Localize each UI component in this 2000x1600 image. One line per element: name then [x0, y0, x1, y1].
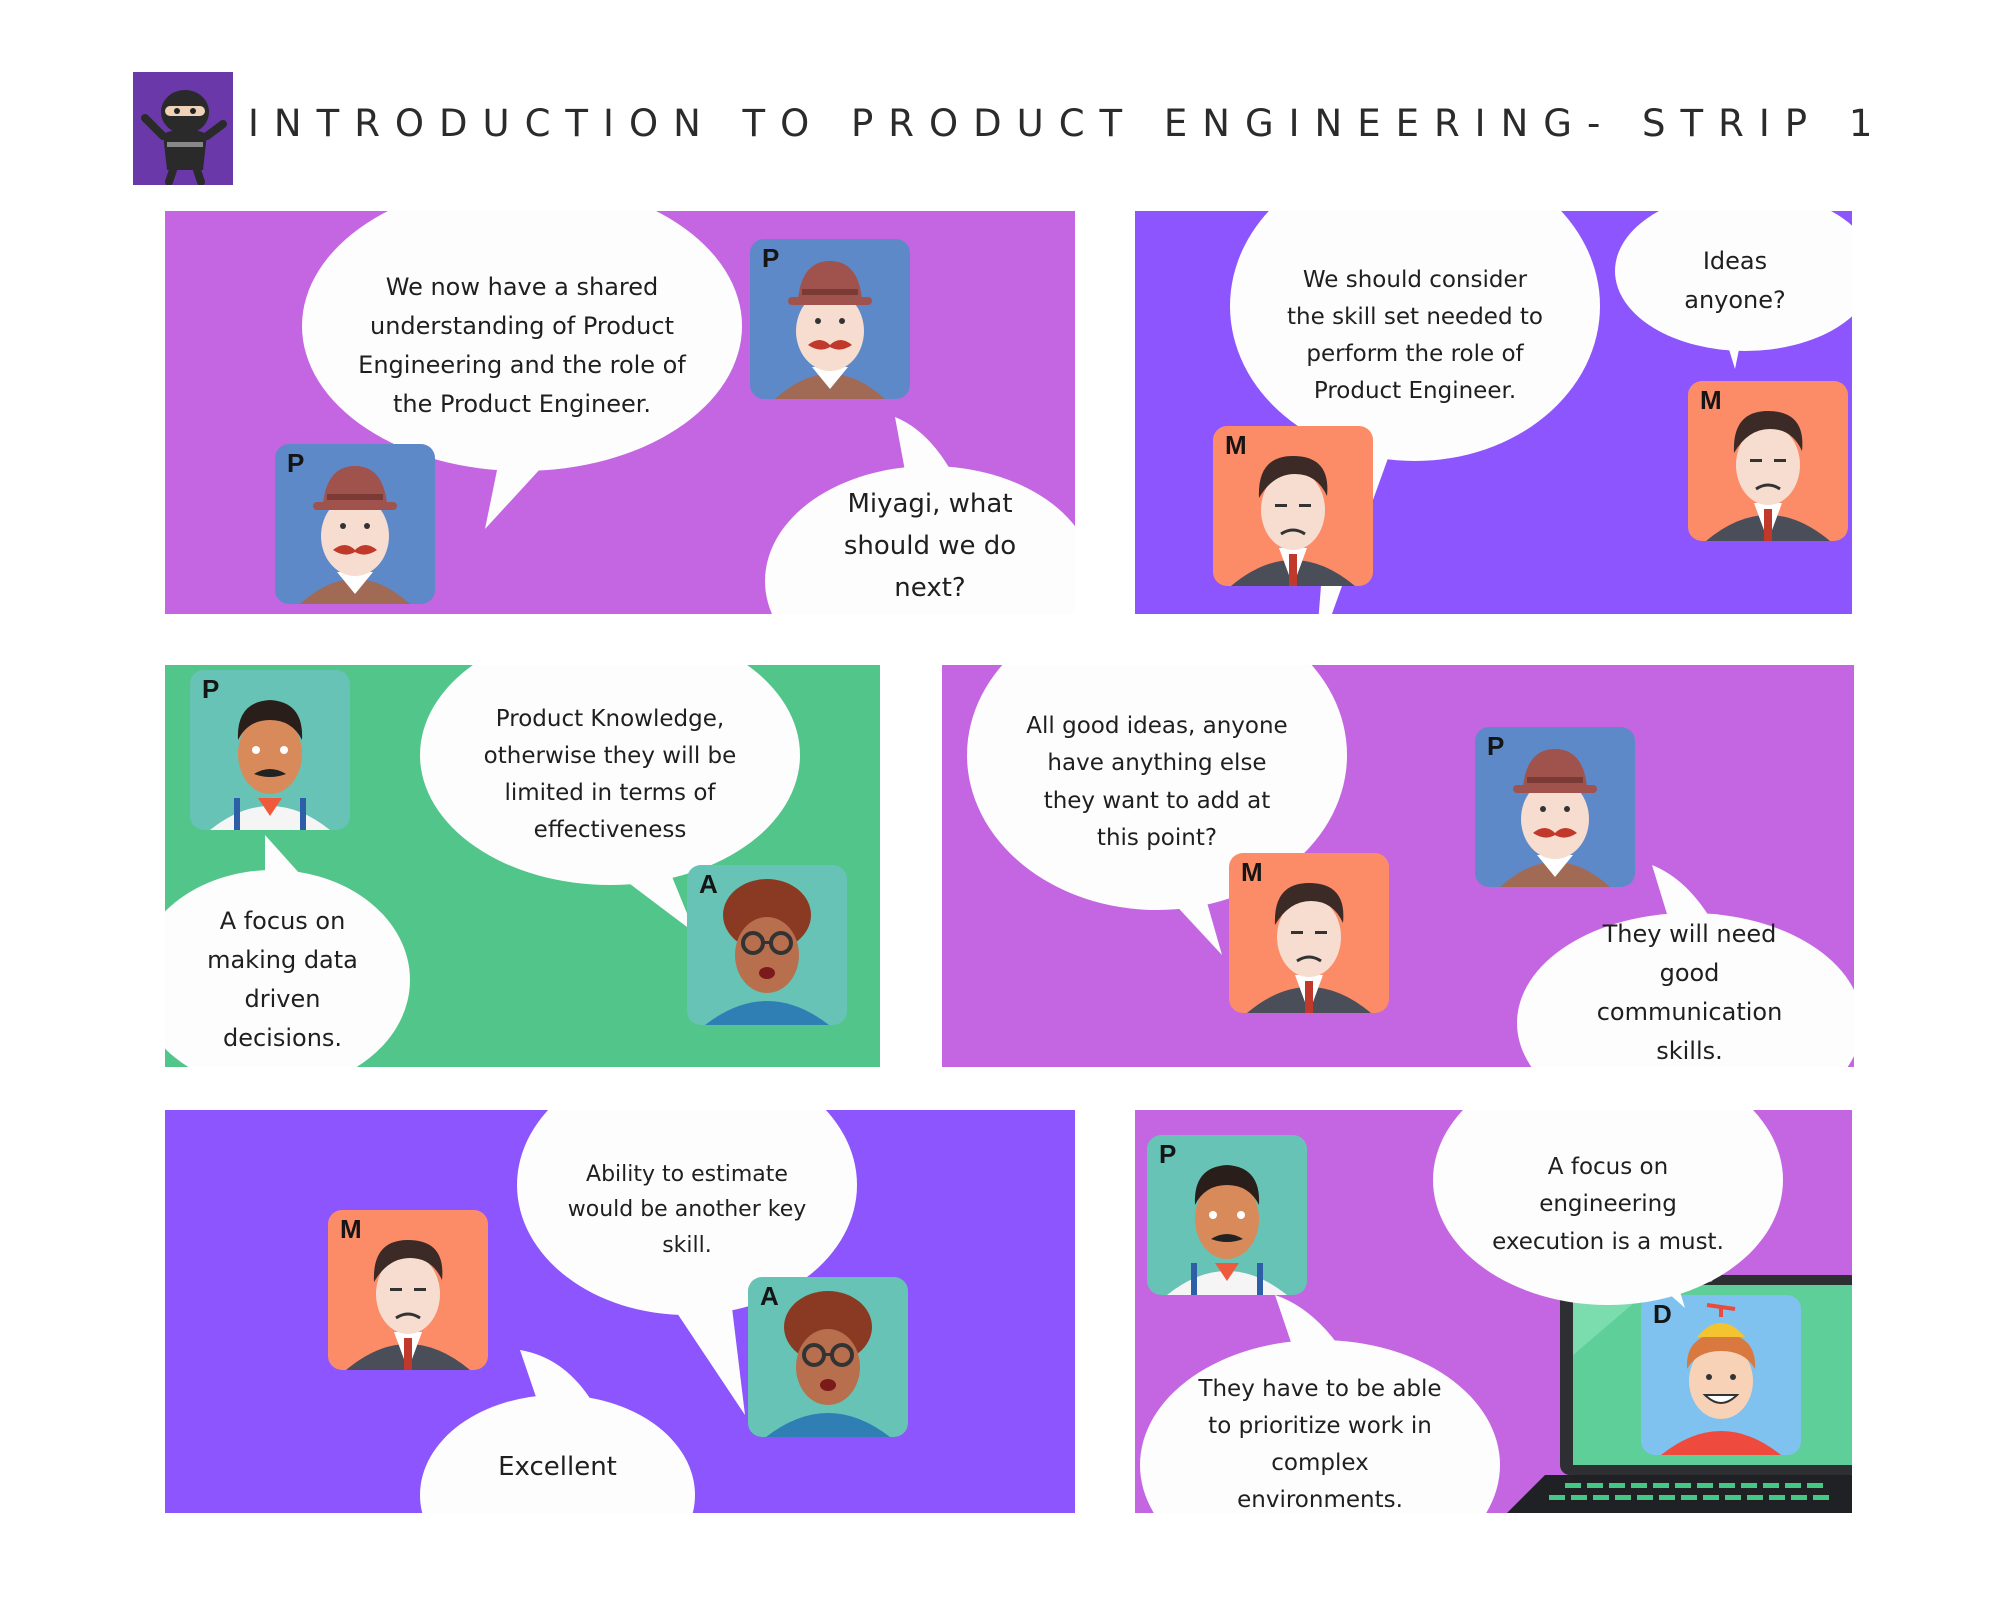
avatar-letter: P — [202, 674, 220, 704]
avatar-letter: M — [1700, 385, 1722, 415]
speech-bubble: A focus on engineering execution is a mu… — [1433, 1110, 1783, 1305]
comic-panel-2: We should consider the skill set needed … — [1135, 211, 1852, 614]
speech-bubble: We should consider the skill set needed … — [1230, 211, 1600, 461]
comic-panel-1: We now have a shared understanding of Pr… — [165, 211, 1075, 614]
avatar-letter: A — [699, 869, 718, 899]
avatar-p-hat: P — [275, 444, 435, 604]
speech-bubble: Miyagi, what should we do next? — [765, 466, 1075, 614]
avatar-p-mustache: P — [1147, 1135, 1307, 1295]
avatar-m: M — [1688, 381, 1848, 541]
speech-bubble: They have to be able to prioritize work … — [1140, 1340, 1500, 1513]
speech-bubble: Ideas anyone? — [1615, 211, 1852, 351]
avatar-letter: P — [1159, 1139, 1177, 1169]
avatar-letter: D — [1653, 1299, 1672, 1329]
speech-bubble: They will need good communication skills… — [1517, 913, 1854, 1067]
comic-panel-5: Ability to estimate would be another key… — [165, 1110, 1075, 1513]
avatar-letter: M — [1241, 857, 1263, 887]
avatar-p-hat: P — [750, 239, 910, 399]
avatar-d: D — [1641, 1295, 1801, 1455]
avatar-a: A — [687, 865, 847, 1025]
avatar-letter: P — [287, 448, 305, 478]
speech-bubble: A focus on making data driven decisions. — [165, 870, 410, 1067]
page-title: INTRODUCTION TO PRODUCT ENGINEERING- STR… — [248, 102, 1888, 145]
comic-panel-6: D A focus on engineering execution is a … — [1135, 1110, 1852, 1513]
comic-panel-3: Product Knowledge, otherwise they will b… — [165, 665, 880, 1067]
ninja-logo-icon — [133, 72, 233, 185]
avatar-m: M — [328, 1210, 488, 1370]
avatar-letter: P — [762, 243, 780, 273]
comic-panel-4: All good ideas, anyone have anything els… — [942, 665, 1854, 1067]
avatar-letter: M — [340, 1214, 362, 1244]
avatar-p-mustache: P — [190, 670, 350, 830]
avatar-letter: M — [1225, 430, 1247, 460]
avatar-p-hat: P — [1475, 727, 1635, 887]
avatar-a: A — [748, 1277, 908, 1437]
avatar-letter: P — [1487, 731, 1505, 761]
avatar-m: M — [1213, 426, 1373, 586]
speech-bubble: Product Knowledge, otherwise they will b… — [420, 665, 800, 885]
speech-bubble: We now have a shared understanding of Pr… — [302, 211, 742, 471]
avatar-letter: A — [760, 1281, 779, 1311]
avatar-m: M — [1229, 853, 1389, 1013]
